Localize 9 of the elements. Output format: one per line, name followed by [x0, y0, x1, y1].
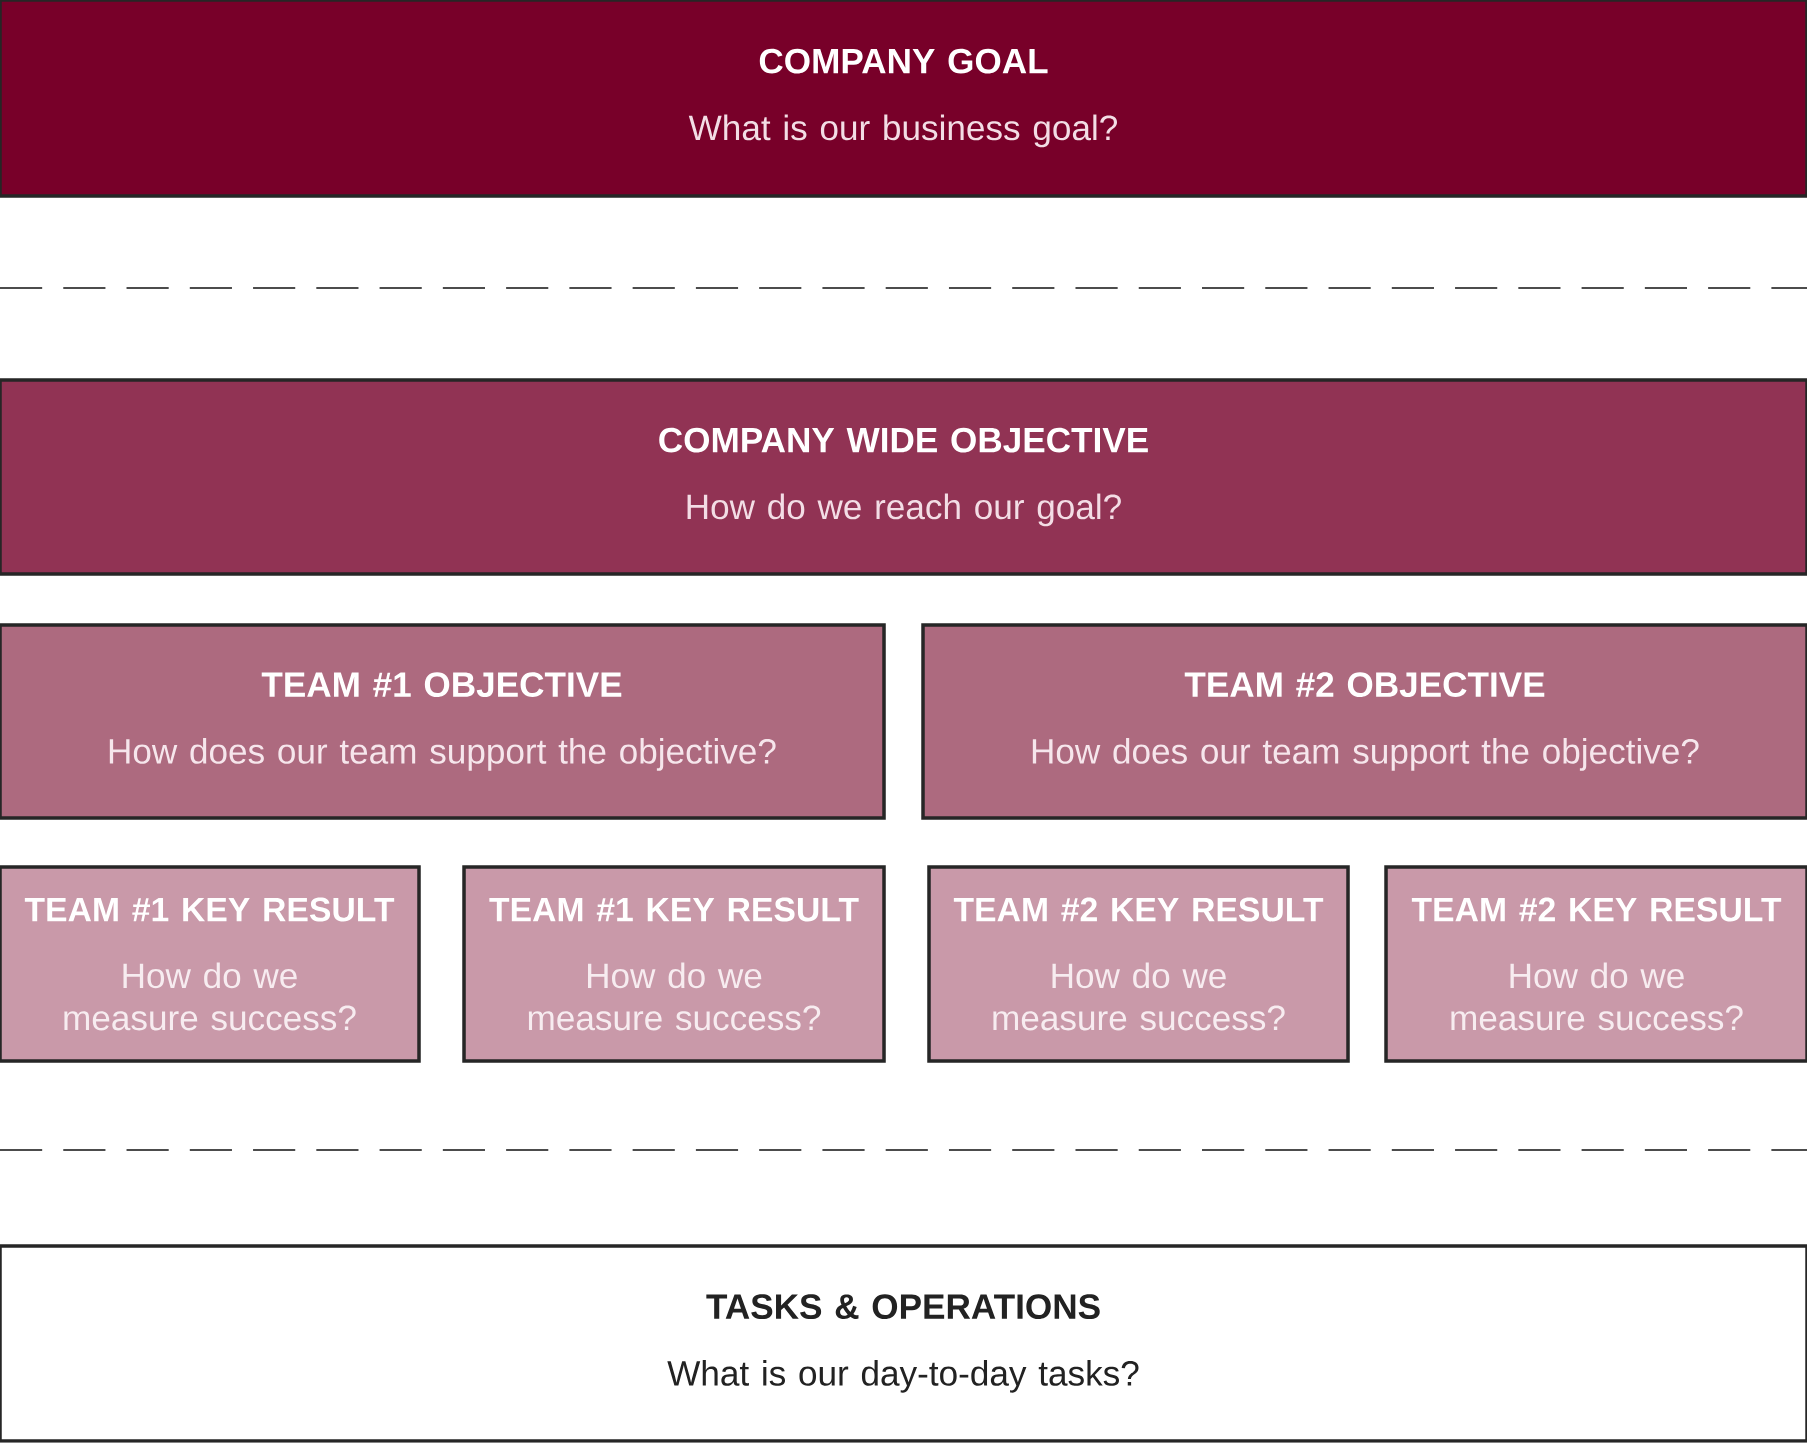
- objective-box: TEAM #1 KEY RESULT How do we measure success?: [0, 865, 421, 1063]
- objective-box: TASKS & OPERATIONS What is our day-to-day tasks?: [0, 1244, 1807, 1443]
- objective-box: TEAM #1 OBJECTIVE How does our team support the objective?: [0, 623, 886, 820]
- objective-box: TEAM #2 OBJECTIVE How does our team support the objective?: [921, 623, 1807, 820]
- objective-box: TEAM #2 KEY RESULT How do we measure success?: [927, 865, 1350, 1063]
- objective-box: TEAM #1 KEY RESULT How do we measure success?: [462, 865, 886, 1063]
- objective-box: COMPANY GOAL What is our business goal?: [0, 0, 1807, 198]
- objective-box: COMPANY WIDE OBJECTIVE How do we reach our goal?: [0, 378, 1807, 576]
- objective-box: TEAM #2 KEY RESULT How do we measure success?: [1384, 865, 1807, 1063]
